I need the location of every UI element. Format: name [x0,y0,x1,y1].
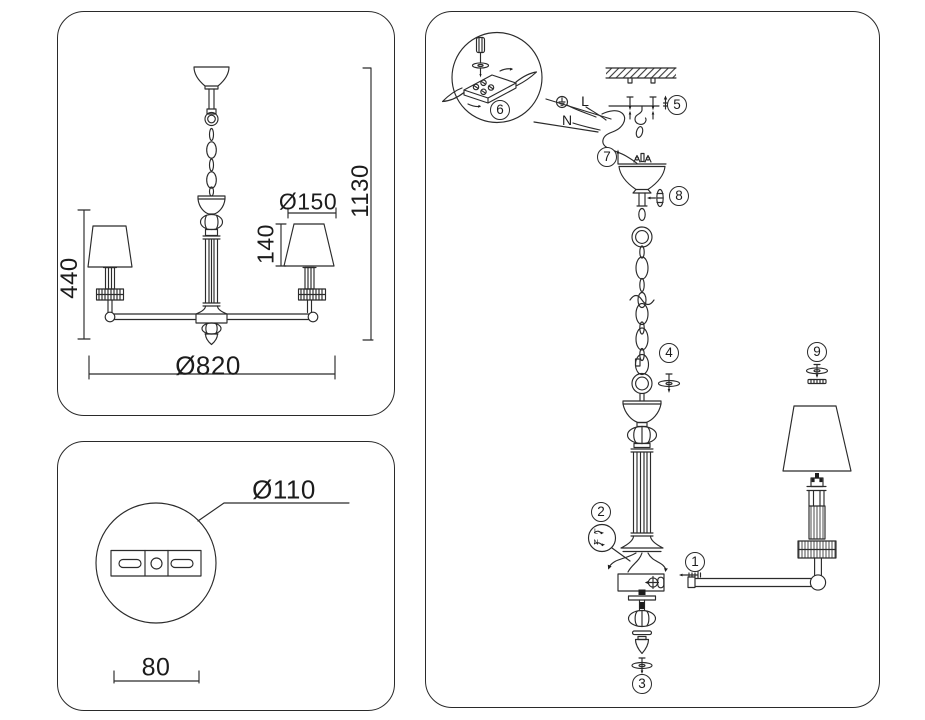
body-finial-drawing [617,573,665,655]
dim-fixture-diameter: Ø820 [175,350,241,381]
arms-drawing [104,311,319,323]
mounting-bracket-icon [110,549,202,577]
wire-label-neutral: N [561,112,573,128]
screwdriver-icon [471,36,490,78]
panel-canopy-detail: Ø110 80 [57,441,395,711]
decorative-ring-icon [647,188,664,208]
step-badge-5: 5 [667,95,687,115]
step-badge-6: 6 [490,100,510,120]
canopy-drawing [193,66,230,115]
wire-detail-label-neutral: N [593,539,599,547]
chain-assembly-drawing [629,245,655,402]
dim-shade-height: 140 [252,224,279,264]
earth-icon [555,95,569,109]
dim-canopy-diameter: Ø110 [252,474,316,505]
dim-fixture-height: 440 [56,257,83,299]
central-column-drawing [607,400,668,573]
up-arrow-icon [616,149,620,165]
panel-dimensions-front-view: 440 1130 Ø150 140 Ø820 [56,11,395,416]
canopy-assembly-drawing [617,152,667,248]
arm-assembly-drawing [687,473,837,591]
mount-bracket-drawing [95,502,350,684]
step-badge-3: 3 [632,674,652,694]
lampshade-drawing [782,405,852,472]
washer-screw-icon-4 [657,373,681,393]
terminal-detail-circle [441,31,543,124]
dim-shade-diameter: Ø150 [278,188,338,215]
panel-assembly-steps: 6 5 7 8 4 9 2 1 3 L N L N [425,11,880,708]
washer-screw-icon-3 [631,657,653,674]
leader-line [197,502,350,522]
dim-total-height: 1130 [347,164,374,218]
assembly-drawing [441,31,852,674]
step-badge-1: 1 [685,552,705,572]
step-badge-8: 8 [669,186,689,206]
wire-label-line: L [581,93,589,109]
chain-drawing [204,111,219,197]
step-badge-2: 2 [591,502,611,522]
wire-connector-detail-circle [587,523,631,562]
shade-finial-icon [805,363,829,385]
wiring-drawing [555,95,644,165]
detail-circle [95,502,217,624]
step-badge-9: 9 [807,342,827,362]
terminal-block-icon [463,74,517,104]
ceiling-drawing [605,67,677,84]
chandelier-front-drawing [77,66,374,380]
arm-screw-icon [679,571,702,579]
step-badge-4: 4 [659,343,679,363]
dim-hole-spacing: 80 [141,653,171,682]
dimension-lines [77,67,374,380]
anchor-icon [662,95,669,110]
ceiling-hook-icon [608,95,669,125]
step-badge-7: 7 [597,147,617,167]
wire-detail-label-line: L [594,528,598,536]
central-stem-drawing [195,195,228,346]
wire-ends-icon [441,67,538,108]
left-candle-drawing [87,225,133,314]
right-candle-drawing [283,223,335,314]
spacing-dimension-line [113,670,200,684]
